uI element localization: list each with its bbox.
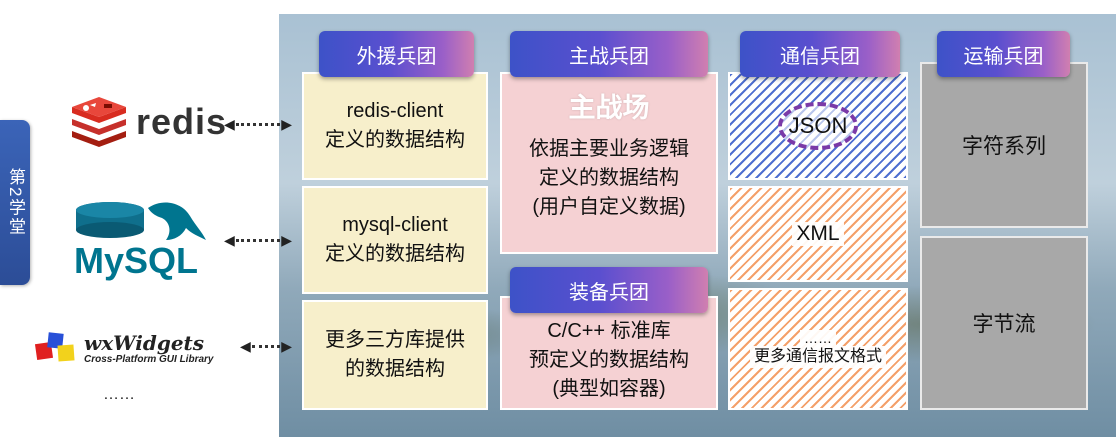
redis-cube-icon bbox=[72, 97, 126, 147]
wxwidgets-squares-icon bbox=[34, 332, 75, 362]
arrow-right-icon: ▶ bbox=[281, 337, 292, 354]
header-transport-label: 运输兵团 bbox=[963, 45, 1044, 68]
more-libraries-line1: 更多三方库提供 bbox=[325, 329, 465, 351]
redis-arrow: ◀▶ bbox=[224, 115, 292, 132]
redis-client-line1: redis-client bbox=[346, 100, 444, 122]
wxwidgets-title: wxWidgets bbox=[84, 330, 205, 355]
mysql-wordmark-text: MySQL bbox=[74, 240, 199, 281]
arrow-right-icon: ▶ bbox=[281, 115, 292, 132]
json-label: JSON bbox=[788, 113, 848, 138]
header-comm-label: 通信兵团 bbox=[780, 45, 860, 68]
redis-client-line2: 定义的数据结构 bbox=[325, 129, 465, 151]
equipment-box: C/C++ 标准库 预定义的数据结构 (典型如容器) bbox=[500, 296, 718, 410]
xml-label: XML bbox=[792, 222, 844, 246]
mysql-wordmark: MySQL bbox=[74, 240, 198, 282]
redis-wordmark: redis bbox=[136, 101, 228, 142]
side-tab: 第2学堂 bbox=[0, 120, 30, 285]
more-libraries-ellipsis: …… bbox=[103, 386, 135, 403]
equipment-line3: (典型如容器) bbox=[552, 377, 666, 400]
header-equipment-label: 装备兵团 bbox=[569, 281, 649, 304]
arrow-left-icon: ◀ bbox=[240, 337, 251, 354]
header-comm: 通信兵团 bbox=[740, 31, 900, 77]
wxwidgets-logo: wxWidgets Cross-Platform GUI Library bbox=[34, 331, 213, 365]
main-battlefield-box: 主战场 依据主要业务逻辑 定义的数据结构 (用户自定义数据) bbox=[500, 72, 718, 254]
redis-client-box: redis-client 定义的数据结构 bbox=[302, 72, 488, 180]
equipment-line2: 预定义的数据结构 bbox=[529, 348, 689, 371]
more-libraries-box: 更多三方库提供 的数据结构 bbox=[302, 300, 488, 410]
chars-box: 字符系列 bbox=[920, 62, 1088, 228]
main-line1: 依据主要业务逻辑 bbox=[529, 138, 689, 160]
main-line3: (用户自定义数据) bbox=[532, 196, 686, 218]
more-formats-box: …… 更多通信报文格式 bbox=[728, 288, 908, 410]
redis-logo: redis bbox=[68, 97, 227, 147]
arrow-left-icon: ◀ bbox=[224, 115, 235, 132]
header-external-label: 外援兵团 bbox=[356, 45, 437, 68]
chars-label: 字符系列 bbox=[962, 135, 1046, 158]
header-external: 外援兵团 bbox=[319, 31, 474, 77]
mysql-client-line1: mysql-client bbox=[342, 214, 448, 236]
mysql-client-line2: 定义的数据结构 bbox=[325, 243, 465, 265]
arrow-left-icon: ◀ bbox=[224, 231, 235, 248]
more-formats-label: 更多通信报文格式 bbox=[749, 346, 886, 368]
mysql-arrow: ◀▶ bbox=[224, 231, 292, 248]
bytes-label: 字节流 bbox=[972, 313, 1036, 336]
json-box: JSON bbox=[728, 72, 908, 180]
json-dashed-ring: JSON bbox=[778, 102, 858, 150]
bytes-box: 字节流 bbox=[920, 236, 1088, 410]
header-main: 主战兵团 bbox=[510, 31, 708, 77]
wxwidgets-subtitle: Cross-Platform GUI Library bbox=[84, 353, 214, 365]
mysql-logo: MySQL bbox=[70, 196, 220, 286]
header-transport: 运输兵团 bbox=[937, 31, 1070, 77]
arrow-right-icon: ▶ bbox=[281, 231, 292, 248]
more-formats-dots: …… bbox=[800, 330, 836, 346]
more-libraries-line2: 的数据结构 bbox=[345, 358, 445, 380]
header-equipment: 装备兵团 bbox=[510, 267, 708, 313]
mysql-client-box: mysql-client 定义的数据结构 bbox=[302, 186, 488, 294]
header-main-label: 主战兵团 bbox=[569, 45, 649, 68]
xml-box: XML bbox=[728, 186, 908, 282]
main-battlefield-title: 主战场 bbox=[568, 93, 650, 123]
main-line2: 定义的数据结构 bbox=[539, 167, 679, 189]
wxwidgets-arrow: ◀▶ bbox=[240, 337, 292, 354]
equipment-line1: C/C++ 标准库 bbox=[547, 319, 671, 342]
mysql-dolphin-icon bbox=[76, 202, 206, 240]
